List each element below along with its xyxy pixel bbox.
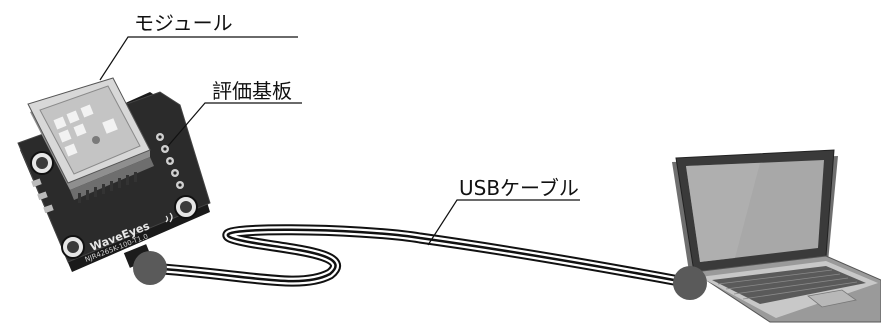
radar-module	[27, 77, 154, 203]
module-leader-line	[99, 36, 298, 81]
usb-cable-label: USBケーブル	[459, 176, 579, 200]
connector-dot-board	[133, 251, 167, 285]
leader-lines	[99, 36, 580, 246]
touchpad	[807, 289, 857, 308]
wave-icon	[165, 212, 173, 223]
mounting-hole	[174, 195, 198, 219]
mounting-hole	[30, 151, 54, 175]
evaluation-board-label: 評価基板	[212, 79, 292, 103]
connector-dot-laptop	[673, 266, 707, 300]
module-label: モジュール	[134, 11, 233, 35]
header-pins	[156, 133, 184, 189]
antenna-array-icon	[53, 104, 118, 157]
usb-cable	[144, 224, 696, 289]
laptop-icon	[672, 149, 881, 323]
board-leader-line	[167, 102, 302, 147]
mounting-hole	[61, 235, 85, 259]
cable-leader-line	[427, 199, 580, 246]
